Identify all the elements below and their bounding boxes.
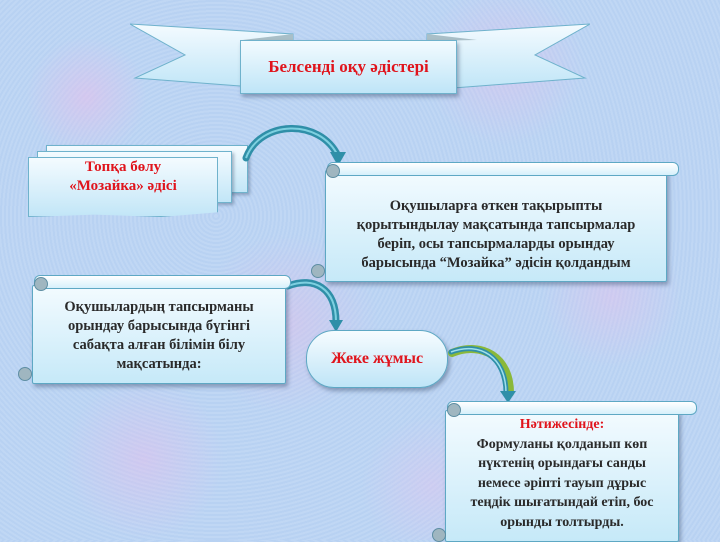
text-line: немесе әріпті тауып дұрыс: [477, 475, 647, 491]
scroll-curl: [311, 264, 325, 278]
text-line: сабақта алған білімін білу: [72, 337, 246, 353]
scroll-roll-top: [34, 275, 291, 289]
scroll-curl: [34, 277, 48, 291]
pill-label: Жеке жұмыс: [330, 350, 424, 367]
method-card-line2: «Мозайка» әдісі: [69, 178, 177, 194]
text-line: қорытындылау мақсатында тапсырмалар: [356, 217, 636, 233]
result-heading: Нәтижесінде:: [519, 417, 605, 432]
title-box: Белсенді оқу әдістері: [240, 40, 457, 94]
method-card-line1: Топқа бөлу: [84, 159, 162, 175]
text-line: орынды толтырды.: [500, 514, 624, 530]
scroll-purpose: Оқушылардың тапсырманы орындау барысында…: [32, 285, 286, 384]
curved-arrow-icon: [242, 125, 346, 166]
curved-arrow-icon: [448, 345, 516, 403]
text-line: Оқушыларға өткен тақырыпты: [389, 198, 603, 214]
text-line: нүктенің орындағы санды: [478, 456, 646, 471]
title-banner: Белсенді оқу әдістері: [130, 10, 590, 110]
scroll-roll-top: [327, 162, 679, 176]
text-line: Формуланы қолданып көп: [476, 436, 648, 452]
scroll-curl: [447, 403, 461, 417]
text-line: барысында “Мозайка” әдісін қолдандым: [361, 255, 631, 271]
curved-arrow-icon: [284, 279, 343, 332]
scroll-roll-top: [447, 401, 697, 415]
scroll-description: Оқушыларға өткен тақырыпты қорытындылау …: [325, 170, 667, 282]
page-title: Белсенді оқу әдістері: [268, 57, 429, 76]
text-line: теңдік шығатындай етіп, бос: [470, 495, 654, 510]
scroll-result: Нәтижесінде: Формуланы қолданып көп нүкт…: [445, 410, 679, 542]
text-line: Оқушылардың тапсырманы: [64, 299, 254, 315]
scroll-curl: [326, 164, 340, 178]
text-line: мақсатында:: [116, 356, 202, 372]
scroll-curl: [18, 367, 32, 381]
method-card: Топқа бөлу «Мозайка» әдісі: [28, 157, 218, 217]
text-line: беріп, осы тапсырмаларды орындау: [377, 236, 615, 252]
individual-work-pill: Жеке жұмыс: [306, 330, 448, 388]
text-line: орындау барысында бүгінгі: [67, 318, 250, 334]
